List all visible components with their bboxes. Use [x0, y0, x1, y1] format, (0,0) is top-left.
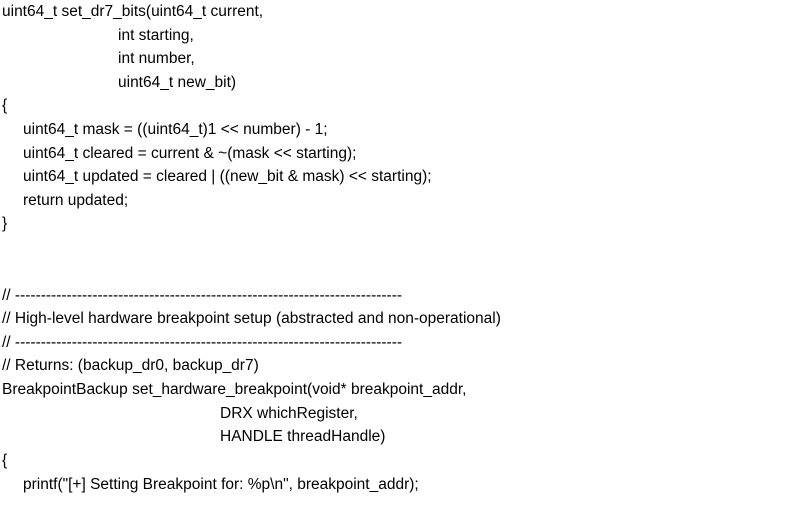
code-line-8: uint64_t updated = cleared | ((new_bit &…	[23, 168, 432, 185]
code-line-9: return updated;	[23, 192, 129, 209]
code-line-17: HANDLE threadHandle)	[220, 428, 386, 445]
code-line-1: uint64_t set_dr7_bits(uint64_t current,	[2, 3, 264, 20]
comment-returns: // Returns: (backup_dr0, backup_dr7)	[2, 357, 259, 374]
code-line-15: BreakpointBackup set_hardware_breakpoint…	[2, 381, 467, 398]
code-line-4: uint64_t new_bit)	[118, 74, 237, 91]
code-line-18: {	[2, 452, 8, 469]
comment-rule-bottom: // -------------------------------------…	[2, 334, 403, 351]
comment-heading: // High-level hardware breakpoint setup …	[2, 310, 501, 327]
code-line-10: }	[2, 215, 8, 232]
code-line-19: printf("[+] Setting Breakpoint for: %p\n…	[23, 476, 419, 493]
code-line-2: int starting,	[118, 27, 194, 44]
code-line-16: DRX whichRegister,	[220, 405, 358, 422]
code-line-5: {	[2, 97, 8, 114]
code-line-3: int number,	[118, 50, 195, 67]
code-line-7: uint64_t cleared = current & ~(mask << s…	[23, 145, 357, 162]
code-line-6: uint64_t mask = ((uint64_t)1 << number) …	[23, 121, 328, 138]
comment-rule-top: // -------------------------------------…	[2, 287, 403, 304]
